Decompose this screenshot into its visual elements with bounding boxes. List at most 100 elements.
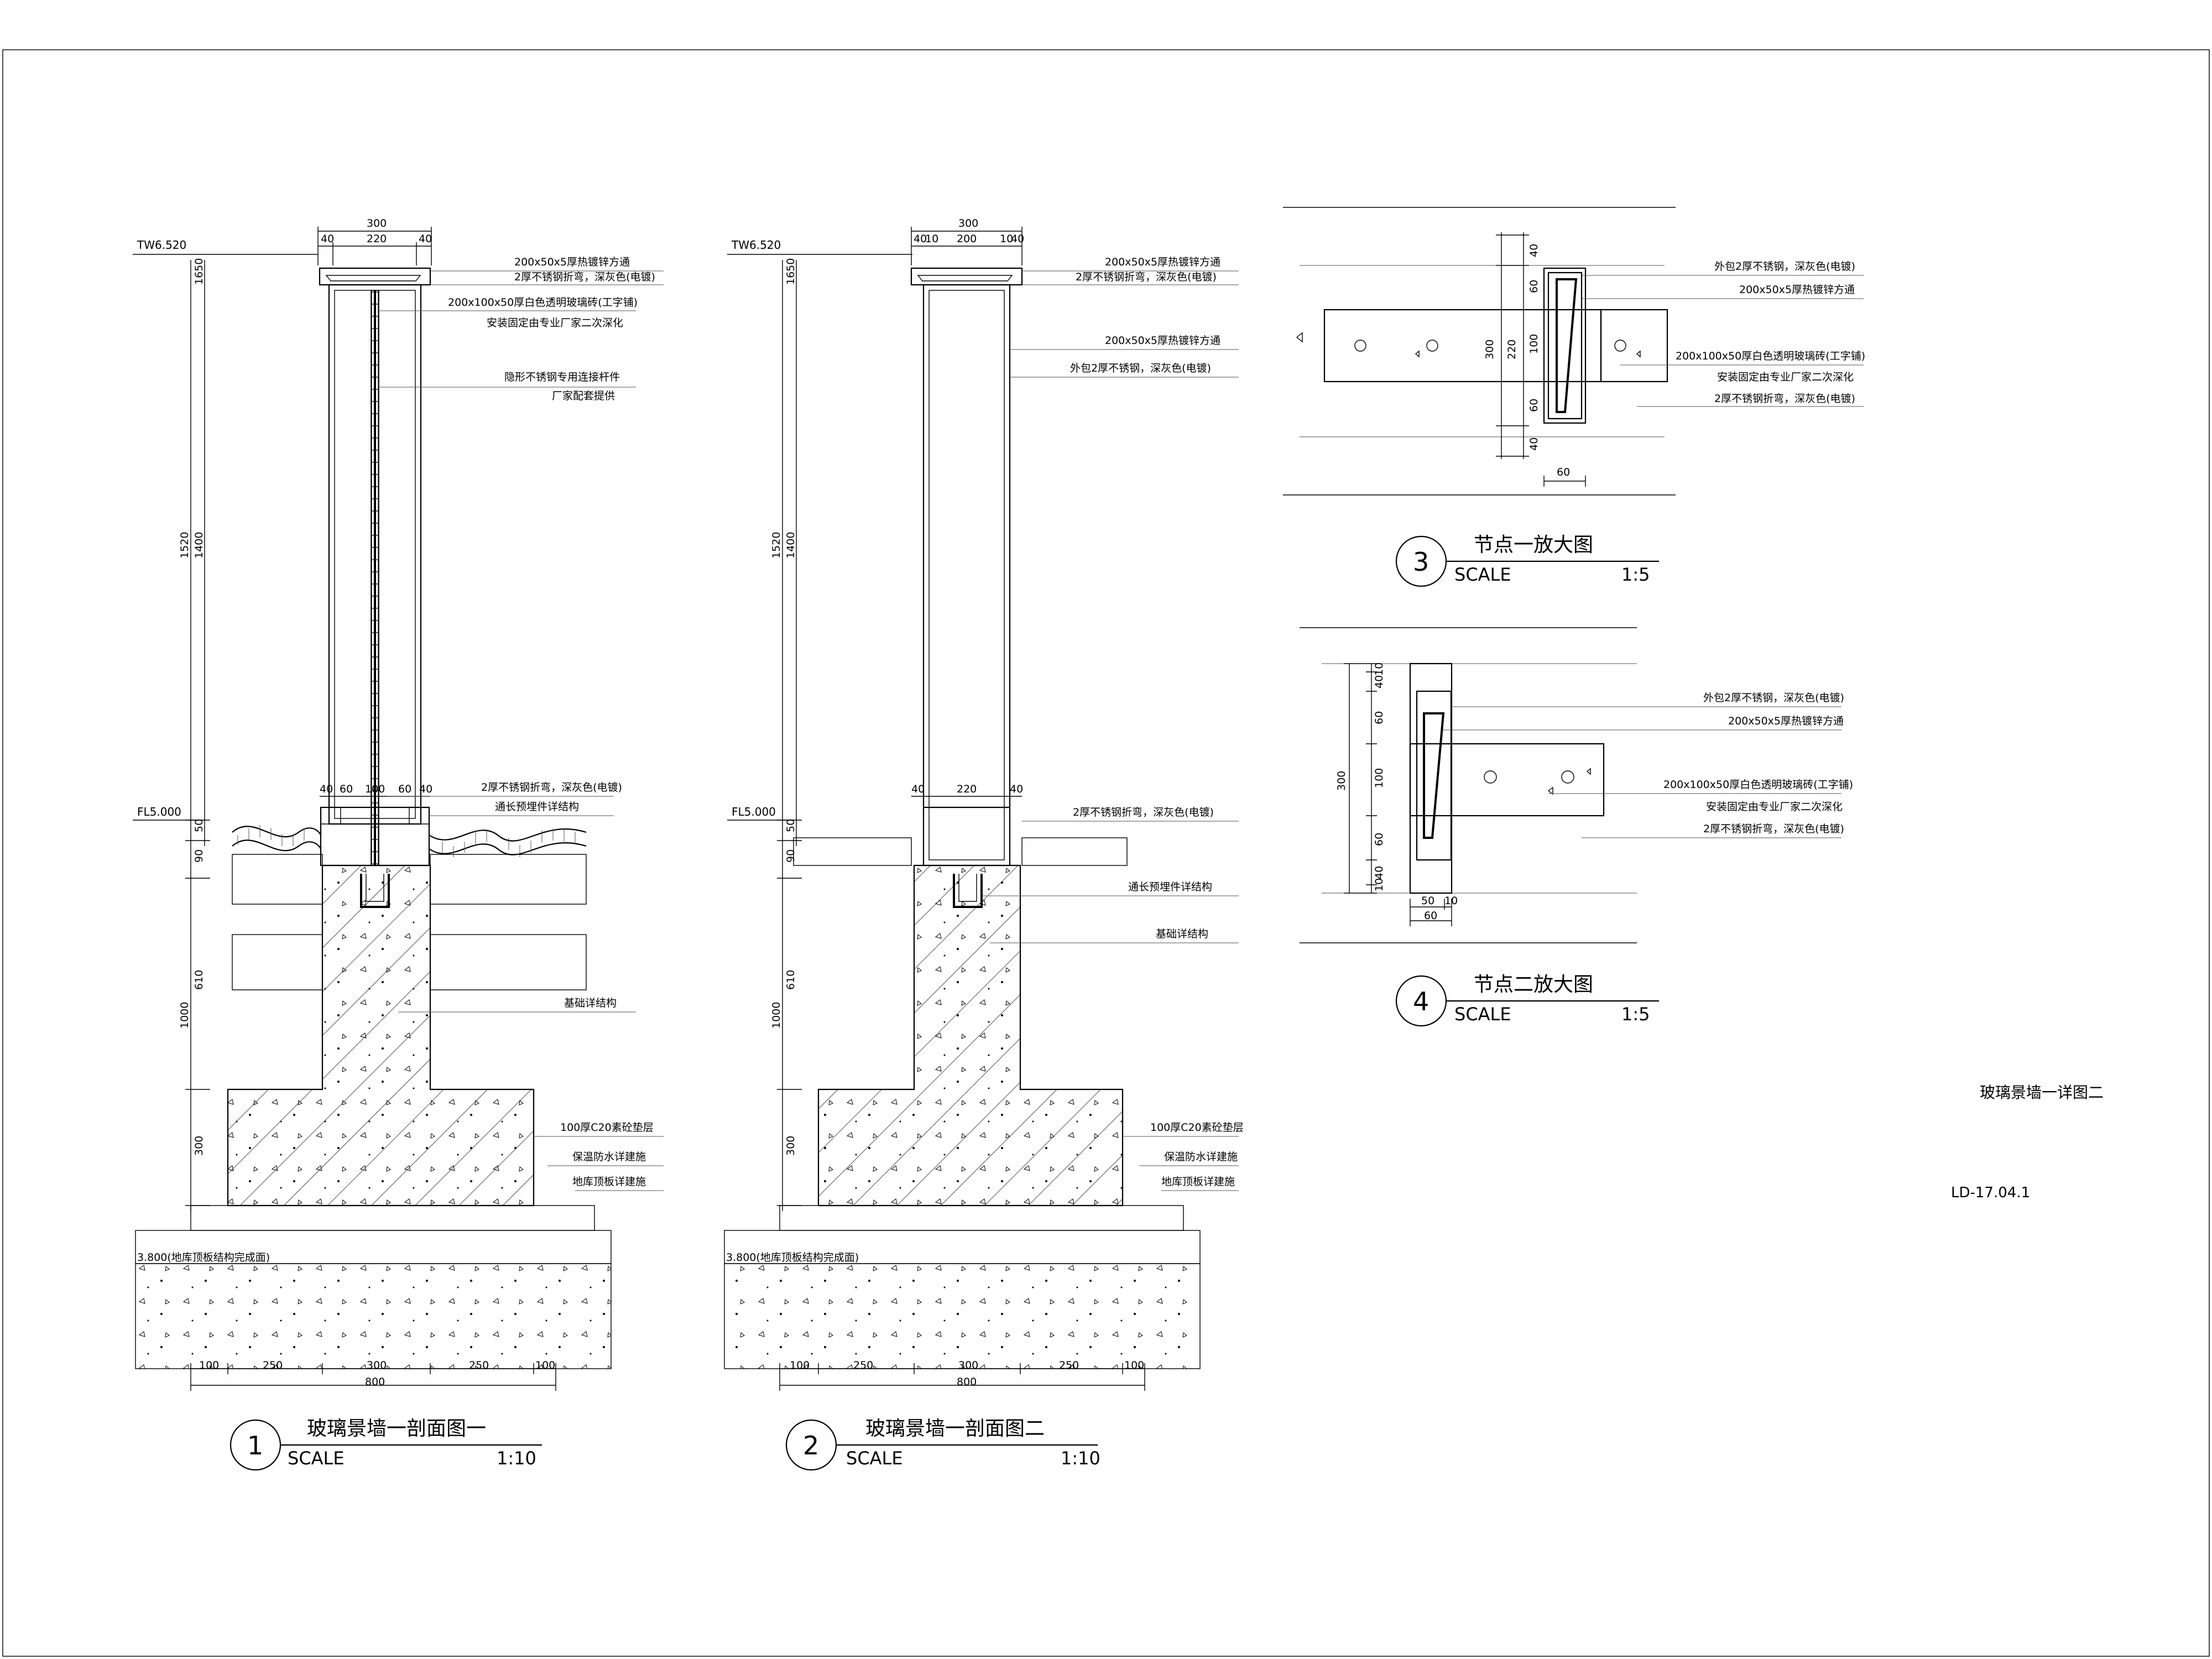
dim-left-50: 50 [193,819,205,832]
dim-mid-40a-2: 40 [911,783,925,795]
dim-bot-250a-2: 250 [853,1359,873,1371]
d3-dim-300: 300 [1484,340,1496,359]
dim-left-1400: 1400 [193,532,205,559]
detail-3-number: 3 [1413,547,1429,577]
d4-note-3: 安装固定由专业厂家二次深化 [1706,801,1843,813]
s1-note-0: 200x50x5厚热镀锌方通 [514,256,630,268]
section-1-number: 1 [247,1431,263,1460]
s1-note-8: 基础详结构 [564,997,617,1009]
s1-note-1: 2厚不锈钢折弯，深灰色(电镀) [514,271,655,283]
dim-mid-40a: 40 [320,783,333,795]
detail-3: 40 60 100 60 40 220 300 60 外包2厚不锈钢，深灰色(电… [1283,207,1865,587]
dim-bot-100a-2: 100 [790,1359,810,1371]
detail-4: 10 40 60 100 60 40 10 300 50 10 60 外包2厚不… [1300,627,1853,1027]
dim-mid-60a: 60 [340,783,353,795]
dim-left-1000-2: 1000 [770,1002,782,1029]
section-2-scale-label: SCALE [846,1448,903,1469]
dim-top-40b-2: 40 [1011,233,1024,245]
d4-dim-40a: 40 [1373,675,1385,688]
d4-dim-40b: 40 [1373,866,1385,879]
d3-dim-100: 100 [1528,334,1540,354]
dim-top-200-2: 200 [957,233,977,245]
d3-dim-60-bottom: 60 [1557,466,1570,478]
section-2-number: 2 [803,1431,819,1460]
s2-note-6: 基础详结构 [1156,928,1208,940]
d3-dim-40a: 40 [1528,244,1540,257]
dim-top-220: 220 [367,233,387,245]
detail-3-scale-label: SCALE [1454,564,1511,585]
d4-note-2: 200x100x50厚白色透明玻璃砖(工字铺) [1663,779,1853,791]
section-2-scale: 1:10 [1061,1448,1100,1469]
d4-note-0: 外包2厚不锈钢，深灰色(电镀) [1703,692,1844,704]
section-1-scale: 1:10 [497,1448,536,1469]
detail-3-title: 节点一放大图 [1474,534,1593,556]
section-1-title: 玻璃景墙一剖面图一 [307,1417,486,1440]
dim-top-10b-2: 10 [1000,233,1013,245]
dim-bot-300-2: 300 [958,1359,978,1371]
d3-dim-40b: 40 [1528,437,1540,451]
d4-dim-300: 300 [1335,771,1348,791]
dim-top-300: 300 [367,217,387,229]
level-top-label: TW6.520 [137,238,186,252]
d3-dim-220: 220 [1506,340,1518,359]
s2-note-0: 200x50x5厚热镀锌方通 [1105,256,1220,268]
dim-left-1520: 1520 [179,532,191,559]
d3-dim-60a: 60 [1528,280,1540,293]
section-2-title: 玻璃景墙一剖面图二 [865,1417,1045,1440]
level-floor-label-2: FL5.000 [732,805,776,818]
s2-note-2: 200x50x5厚热镀锌方通 [1105,335,1220,347]
level-floor-label: FL5.000 [137,805,181,818]
level-slab-label-2: 3.800(地库顶板结构完成面) [726,1251,859,1264]
dim-top-40a-2: 40 [914,233,927,245]
dim-bot-250a: 250 [263,1359,283,1371]
d4-dim-60a: 60 [1373,711,1385,724]
d4-note-1: 200x50x5厚热镀锌方通 [1728,715,1844,727]
detail-4-scale: 1:5 [1621,1004,1650,1025]
s1-note-11: 地库顶板详建施 [572,1176,646,1188]
section-2: TW6.520 FL5.000 1650 1520 1400 50 90 610… [724,217,1244,1471]
d4-dim-50: 50 [1421,895,1434,907]
detail-4-scale-label: SCALE [1454,1004,1511,1025]
s2-note-5: 通长预埋件详结构 [1128,881,1212,893]
d4-dim-10a: 10 [1373,662,1385,676]
d4-dim-60b: 60 [1373,833,1385,846]
d3-note-1: 200x50x5厚热镀锌方通 [1739,284,1855,296]
dim-bot-100b: 100 [535,1359,555,1371]
dim-mid-40b-2: 40 [1010,783,1023,795]
dim-left-1650: 1650 [193,258,205,285]
dim-left-300: 300 [193,1136,205,1156]
dim-mid-60b: 60 [398,783,411,795]
s2-note-1: 2厚不锈钢折弯，深灰色(电镀) [1076,271,1217,283]
level-slab-label: 3.800(地库顶板结构完成面) [137,1251,270,1264]
detail-4-number: 4 [1413,987,1429,1016]
section-1-scale-label: SCALE [288,1448,345,1469]
dim-bot-300: 300 [367,1359,387,1371]
dim-left-300-2: 300 [785,1136,797,1156]
dim-left-610: 610 [193,970,205,990]
sheet-border [2,49,2210,1657]
dim-bot-800-2: 800 [957,1376,977,1388]
dim-bot-250b-2: 250 [1059,1359,1079,1371]
dim-left-1400-2: 1400 [785,532,797,559]
d3-note-3: 安装固定由专业厂家二次深化 [1717,371,1854,383]
s1-note-5: 厂家配套提供 [552,390,615,402]
s1-note-7: 通长预埋件详结构 [495,801,579,813]
s2-note-4: 2厚不锈钢折弯，深灰色(电镀) [1073,806,1214,818]
s1-note-6: 2厚不锈钢折弯，深灰色(电镀) [481,781,622,794]
dim-top-40a: 40 [321,233,334,245]
dim-top-300-2: 300 [958,217,978,229]
dim-left-90: 90 [193,849,205,863]
d3-note-4: 2厚不锈钢折弯，深灰色(电镀) [1714,393,1855,405]
dim-left-1520-2: 1520 [770,532,782,559]
detail-4-title: 节点二放大图 [1474,973,1593,996]
dim-bot-100b-2: 100 [1124,1359,1144,1371]
dim-bot-800: 800 [365,1376,385,1388]
s2-note-3: 外包2厚不锈钢，深灰色(电镀) [1070,362,1211,374]
dim-left-1000: 1000 [179,1002,191,1029]
dim-left-50-2: 50 [785,819,797,832]
dim-left-1650-2: 1650 [785,258,797,285]
d4-dim-100: 100 [1373,768,1385,788]
s1-note-4: 隐形不锈钢专用连接杆件 [504,371,620,383]
d3-dim-60b: 60 [1528,399,1540,412]
d4-dim-10b: 10 [1373,878,1385,891]
